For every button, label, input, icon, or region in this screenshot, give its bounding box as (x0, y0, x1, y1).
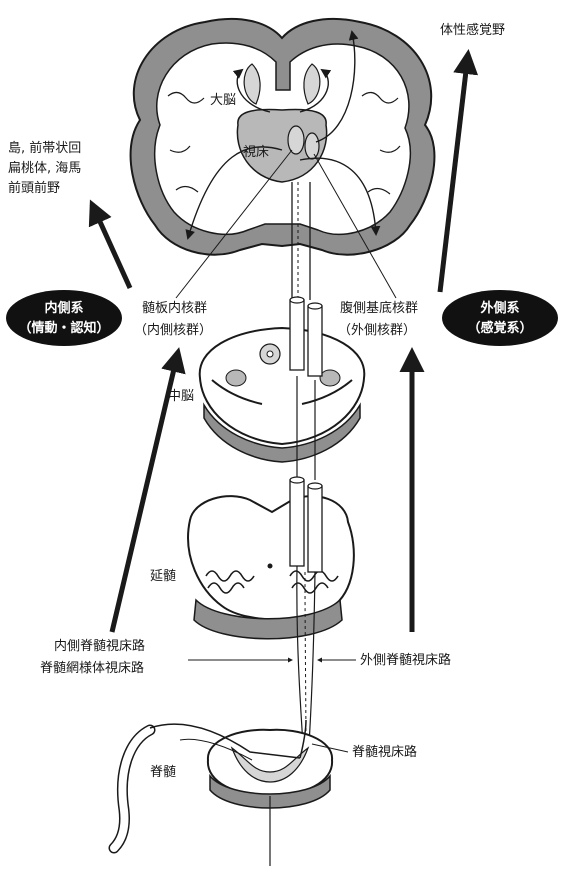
label-intralaminar-sub: （内側核群） (134, 322, 212, 338)
label-thalamus: 視床 (243, 145, 269, 160)
label-medial-target-2: 扁桃体, 海馬 (8, 161, 81, 176)
intralaminar-nucleus-shape (288, 126, 304, 154)
label-intralaminar-nuclei: 髄板内核群 (142, 300, 207, 316)
label-ventrobasal-sub: （外側核群） (338, 323, 416, 338)
medial-system-title: 内側系 (44, 300, 83, 316)
lateral-upper-arrow (440, 54, 468, 292)
label-medial-tract-2: 脊髄網様体視床路 (40, 660, 144, 676)
label-medulla: 延髄 (150, 569, 176, 584)
medial-system-badge: 内側系 （情動・認知） (6, 290, 122, 346)
cerebrum-section (131, 19, 435, 300)
label-somatosensory-cortex: 体性感覚野 (440, 22, 505, 38)
lateral-system-title: 外側系 (479, 300, 519, 316)
label-midbrain: 中脳 (168, 389, 194, 404)
label-lateral-tract: 外側脊髄視床路 (360, 652, 451, 668)
lateral-system-sub: （感覚系） (467, 320, 532, 336)
spinal-cord-section (114, 720, 332, 866)
label-cerebrum: 大脳 (210, 93, 236, 108)
ventrobasal-nucleus-shape (305, 133, 319, 159)
medulla-section (188, 477, 354, 760)
label-medial-tract-1: 内側脊髄視床路 (54, 638, 145, 654)
label-ventrobasal-nuclei: 腹側基底核群 (340, 300, 418, 316)
medial-system-sub: （情動・認知） (18, 320, 109, 336)
lateral-system-badge: 外側系 （感覚系） (442, 290, 558, 346)
label-spinal-cord: 脊髄 (150, 765, 176, 780)
label-spinothalamic-tract: 脊髄視床路 (352, 744, 417, 760)
medial-lower-arrow (112, 352, 178, 632)
medial-upper-arrow (92, 204, 130, 288)
label-medial-target-3: 前頭前野 (8, 180, 60, 196)
label-medial-target-1: 島, 前帯状回 (8, 140, 81, 156)
